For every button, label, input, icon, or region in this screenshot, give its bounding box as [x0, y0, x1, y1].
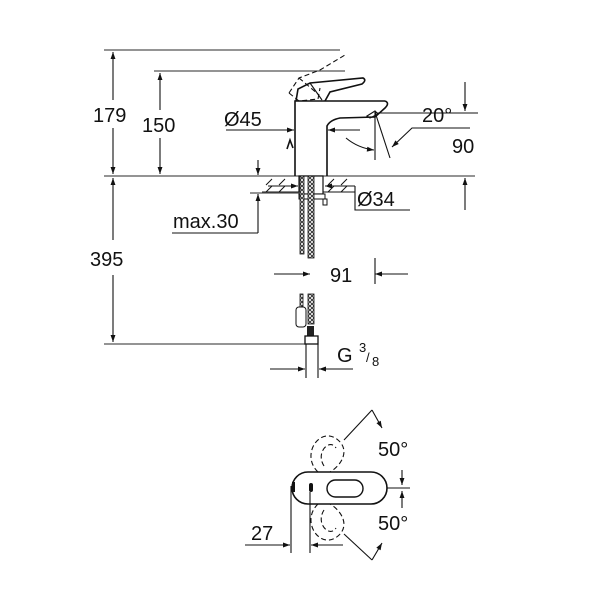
- dim-label-diameter-45: Ø45: [224, 109, 262, 131]
- top-view: 50° 50° 27: [245, 409, 410, 561]
- dimension-27: 27: [245, 486, 343, 553]
- dimension-150: 150: [142, 73, 175, 174]
- faucet-body: [286, 54, 389, 176]
- lever-handle-mark: [309, 483, 313, 492]
- dimension-91: 91: [274, 258, 408, 287]
- lever-slot: [326, 479, 364, 498]
- lever-rotated-up: [310, 435, 345, 473]
- dim-label-27: 27: [251, 523, 273, 545]
- dimension-395: 395: [90, 178, 123, 342]
- dimension-spout-angle: 20° 90: [345, 82, 478, 210]
- dim-label-91: 91: [330, 265, 352, 287]
- dim-label-angle-upper: 50°: [378, 439, 408, 461]
- dim-label-150: 150: [142, 115, 175, 137]
- dimension-angle-upper: 50°: [343, 409, 408, 485]
- lever-tip: [292, 482, 295, 492]
- dim-label-angle-lower: 50°: [378, 513, 408, 535]
- dimension-diameter-34: Ø34: [268, 183, 410, 211]
- dimension-diameter-45: Ø45: [224, 109, 360, 133]
- lever-rotated-down: [310, 503, 345, 541]
- dim-label-395: 395: [90, 249, 123, 271]
- dim-label-thread-slash: /: [366, 350, 370, 365]
- dim-label-diameter-34: Ø34: [357, 189, 395, 211]
- dimension-angle-lower: 50°: [343, 491, 408, 561]
- side-view: 179 150 395: [90, 49, 478, 378]
- dim-label-179: 179: [93, 105, 126, 127]
- dimension-179: 179: [93, 52, 126, 174]
- dim-label-spout-reach: 90: [452, 136, 474, 158]
- dim-label-spout-angle: 20°: [422, 105, 452, 127]
- dimension-max-30: max.30: [172, 160, 300, 234]
- dimension-thread: G 3 / 8: [270, 340, 379, 372]
- dim-label-thread-num: 3: [359, 340, 366, 355]
- dim-label-thread-den: 8: [372, 354, 379, 369]
- dim-label-max-30: max.30: [173, 211, 239, 233]
- dim-label-thread-g: G: [337, 345, 353, 367]
- shank-and-hoses: [295, 175, 328, 378]
